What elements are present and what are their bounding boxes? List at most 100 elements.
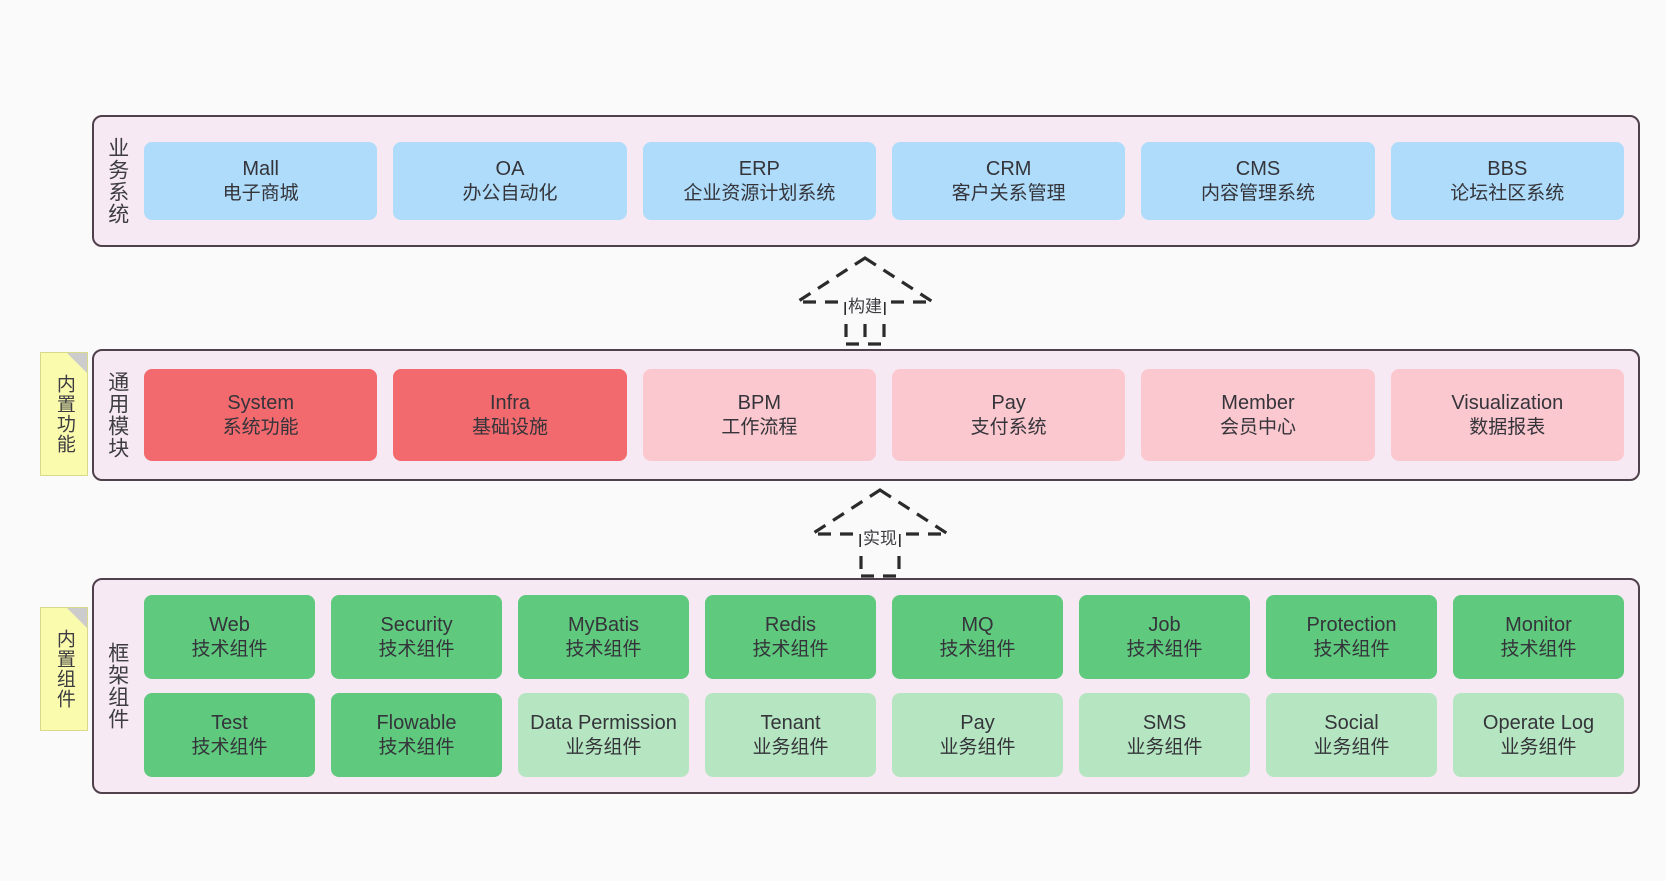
card-job[interactable]: Job 技术组件 [1079, 595, 1250, 679]
card-tenant[interactable]: Tenant 业务组件 [705, 693, 876, 777]
layer-title-framework: 框架组件 [105, 642, 129, 730]
card-mybatis[interactable]: MyBatis 技术组件 [518, 595, 689, 679]
card-title: ERP [738, 157, 780, 180]
card-mq[interactable]: MQ 技术组件 [892, 595, 1063, 679]
note-built-in-features: 内置功能 [40, 352, 88, 476]
note-built-in-components: 内置组件 [40, 607, 88, 731]
card-erp[interactable]: ERP 企业资源计划系统 [642, 142, 876, 220]
card-subtitle: 电子商城 [222, 182, 299, 204]
card-title: BBS [1487, 157, 1528, 180]
card-title: Visualization [1451, 391, 1564, 414]
business-card-list: Mall 电子商城 OA 办公自动化 ERP 企业资源计划系统 CRM 客户关系… [140, 117, 1638, 245]
card-title: Security [380, 613, 453, 636]
layer-common-modules: 通用模块 System 系统功能 Infra 基础设施 BPM 工作流程 Pay… [92, 349, 1640, 481]
card-social[interactable]: Social 业务组件 [1266, 693, 1437, 777]
card-system[interactable]: System 系统功能 [144, 369, 378, 461]
card-subtitle: 技术组件 [1126, 638, 1203, 660]
card-subtitle: 客户关系管理 [951, 182, 1066, 204]
card-title: Protection [1306, 613, 1397, 636]
modules-card-list: System 系统功能 Infra 基础设施 BPM 工作流程 Pay 支付系统… [140, 351, 1638, 479]
card-subtitle: 企业资源计划系统 [683, 182, 836, 204]
card-protection[interactable]: Protection 技术组件 [1266, 595, 1437, 679]
card-redis[interactable]: Redis 技术组件 [705, 595, 876, 679]
card-pay-component[interactable]: Pay 业务组件 [892, 693, 1063, 777]
card-subtitle: 数据报表 [1469, 416, 1546, 438]
card-subtitle: 技术组件 [1313, 638, 1390, 660]
card-title: Web [209, 613, 250, 636]
card-subtitle: 业务组件 [1500, 736, 1577, 758]
card-title: BPM [737, 391, 781, 414]
card-title: Operate Log [1482, 711, 1595, 734]
card-subtitle: 论坛社区系统 [1450, 182, 1565, 204]
card-subtitle: 技术组件 [752, 638, 829, 660]
card-title: Pay [960, 711, 995, 734]
card-subtitle: 技术组件 [1500, 638, 1577, 660]
card-title: System [227, 391, 294, 414]
card-title: Mall [242, 157, 279, 180]
card-subtitle: 工作流程 [721, 416, 798, 438]
connector-implement-label: 实现 [861, 524, 899, 549]
layer-title-modules: 通用模块 [105, 371, 129, 459]
card-title: CRM [985, 157, 1032, 180]
card-subtitle: 技术组件 [565, 638, 642, 660]
connector-build-label: 构建 [846, 292, 884, 317]
card-title: Data Permission [530, 711, 677, 734]
framework-row-business: Test 技术组件 Flowable 技术组件 Data Permission … [144, 693, 1624, 777]
card-subtitle: 会员中心 [1219, 416, 1296, 438]
card-visualization[interactable]: Visualization 数据报表 [1390, 369, 1624, 461]
card-title: Member [1221, 391, 1295, 414]
layer-framework-components: 框架组件 Web 技术组件 Security 技术组件 MyBatis 技术组件… [92, 578, 1640, 794]
card-subtitle: 技术组件 [191, 638, 268, 660]
card-test[interactable]: Test 技术组件 [144, 693, 315, 777]
card-subtitle: 业务组件 [565, 736, 642, 758]
card-subtitle: 技术组件 [378, 736, 455, 758]
card-title: Social [1324, 711, 1379, 734]
connector-implement: 实现 [775, 484, 985, 580]
card-title: Infra [489, 391, 530, 414]
card-operate-log[interactable]: Operate Log 业务组件 [1453, 693, 1624, 777]
layer-title-business: 业务系统 [105, 137, 129, 225]
card-title: Pay [991, 391, 1026, 414]
card-bbs[interactable]: BBS 论坛社区系统 [1390, 142, 1624, 220]
card-oa[interactable]: OA 办公自动化 [393, 142, 627, 220]
card-infra[interactable]: Infra 基础设施 [393, 369, 627, 461]
card-security[interactable]: Security 技术组件 [331, 595, 502, 679]
card-data-permission[interactable]: Data Permission 业务组件 [518, 693, 689, 777]
card-pay-module[interactable]: Pay 支付系统 [891, 369, 1126, 461]
card-bpm[interactable]: BPM 工作流程 [642, 369, 876, 461]
framework-card-grid: Web 技术组件 Security 技术组件 MyBatis 技术组件 Redi… [140, 580, 1638, 792]
card-mall[interactable]: Mall 电子商城 [144, 142, 378, 220]
card-subtitle: 技术组件 [378, 638, 455, 660]
card-title: Flowable [376, 711, 457, 734]
note-text: 内置组件 [53, 629, 75, 709]
card-title: MQ [961, 613, 994, 636]
card-subtitle: 内容管理系统 [1200, 182, 1315, 204]
card-subtitle: 技术组件 [939, 638, 1016, 660]
card-member[interactable]: Member 会员中心 [1141, 369, 1375, 461]
card-subtitle: 技术组件 [191, 736, 268, 758]
card-crm[interactable]: CRM 客户关系管理 [891, 142, 1126, 220]
card-cms[interactable]: CMS 内容管理系统 [1141, 142, 1375, 220]
card-sms[interactable]: SMS 业务组件 [1079, 693, 1250, 777]
card-web[interactable]: Web 技术组件 [144, 595, 315, 679]
card-title: Monitor [1505, 613, 1572, 636]
card-subtitle: 业务组件 [1126, 736, 1203, 758]
card-title: OA [495, 157, 525, 180]
card-title: Tenant [760, 711, 821, 734]
layer-business-systems: 业务系统 Mall 电子商城 OA 办公自动化 ERP 企业资源计划系统 CRM… [92, 115, 1640, 247]
card-title: CMS [1235, 157, 1281, 180]
framework-row-technical: Web 技术组件 Security 技术组件 MyBatis 技术组件 Redi… [144, 595, 1624, 679]
card-title: SMS [1142, 711, 1187, 734]
card-flowable[interactable]: Flowable 技术组件 [331, 693, 502, 777]
card-subtitle: 业务组件 [939, 736, 1016, 758]
card-title: Job [1148, 613, 1181, 636]
card-title: Test [211, 711, 248, 734]
card-title: MyBatis [567, 613, 640, 636]
card-subtitle: 业务组件 [1313, 736, 1390, 758]
card-title: Redis [764, 613, 817, 636]
note-text: 内置功能 [53, 374, 75, 454]
card-subtitle: 业务组件 [752, 736, 829, 758]
card-subtitle: 办公自动化 [462, 182, 558, 204]
card-monitor[interactable]: Monitor 技术组件 [1453, 595, 1624, 679]
